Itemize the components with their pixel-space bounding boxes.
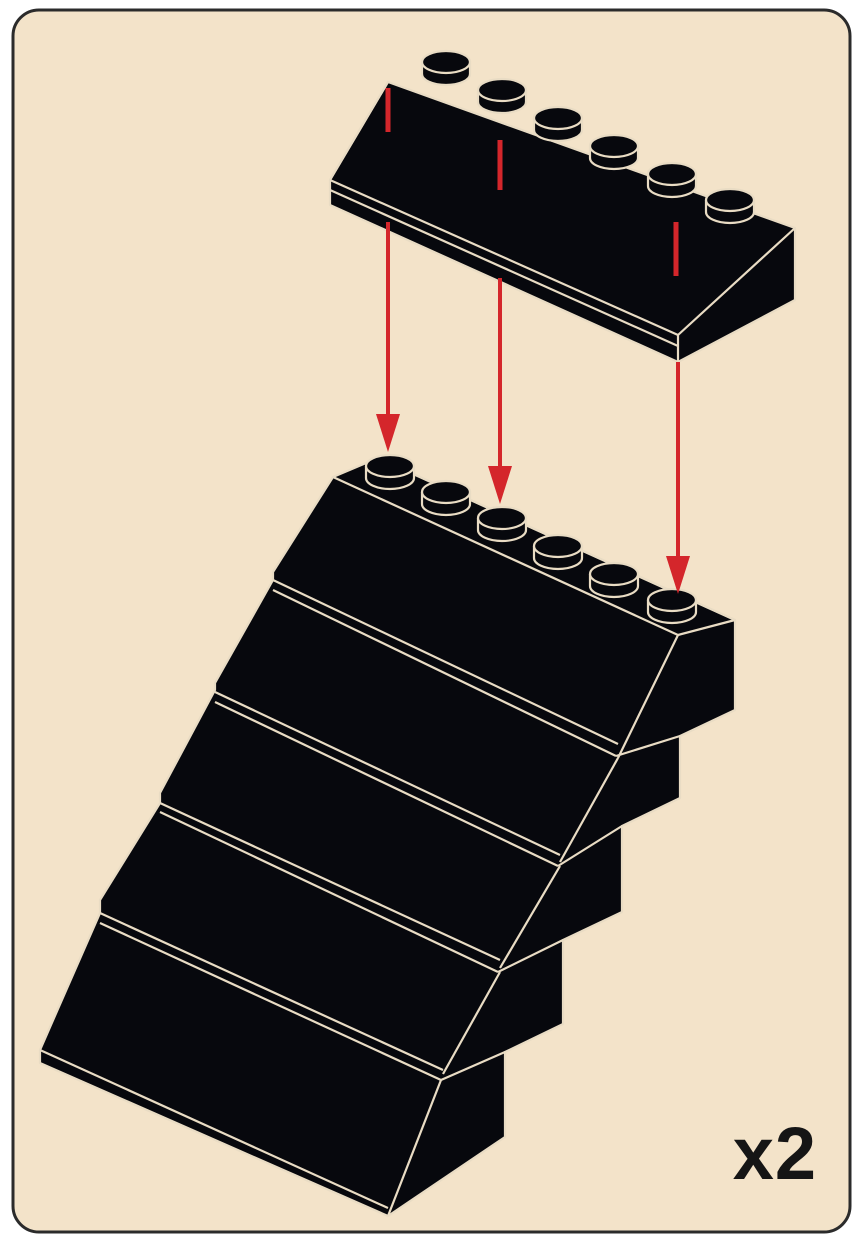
- stud: [590, 563, 638, 597]
- stud: [478, 79, 526, 113]
- stud: [478, 507, 526, 541]
- stud: [590, 135, 638, 169]
- stud: [422, 51, 470, 85]
- stud: [534, 535, 582, 569]
- stud: [534, 107, 582, 141]
- stud: [648, 163, 696, 197]
- stud: [366, 455, 414, 489]
- stud: [422, 481, 470, 515]
- stud: [706, 189, 754, 223]
- quantity-label: x2: [733, 1117, 817, 1191]
- stud: [648, 589, 696, 623]
